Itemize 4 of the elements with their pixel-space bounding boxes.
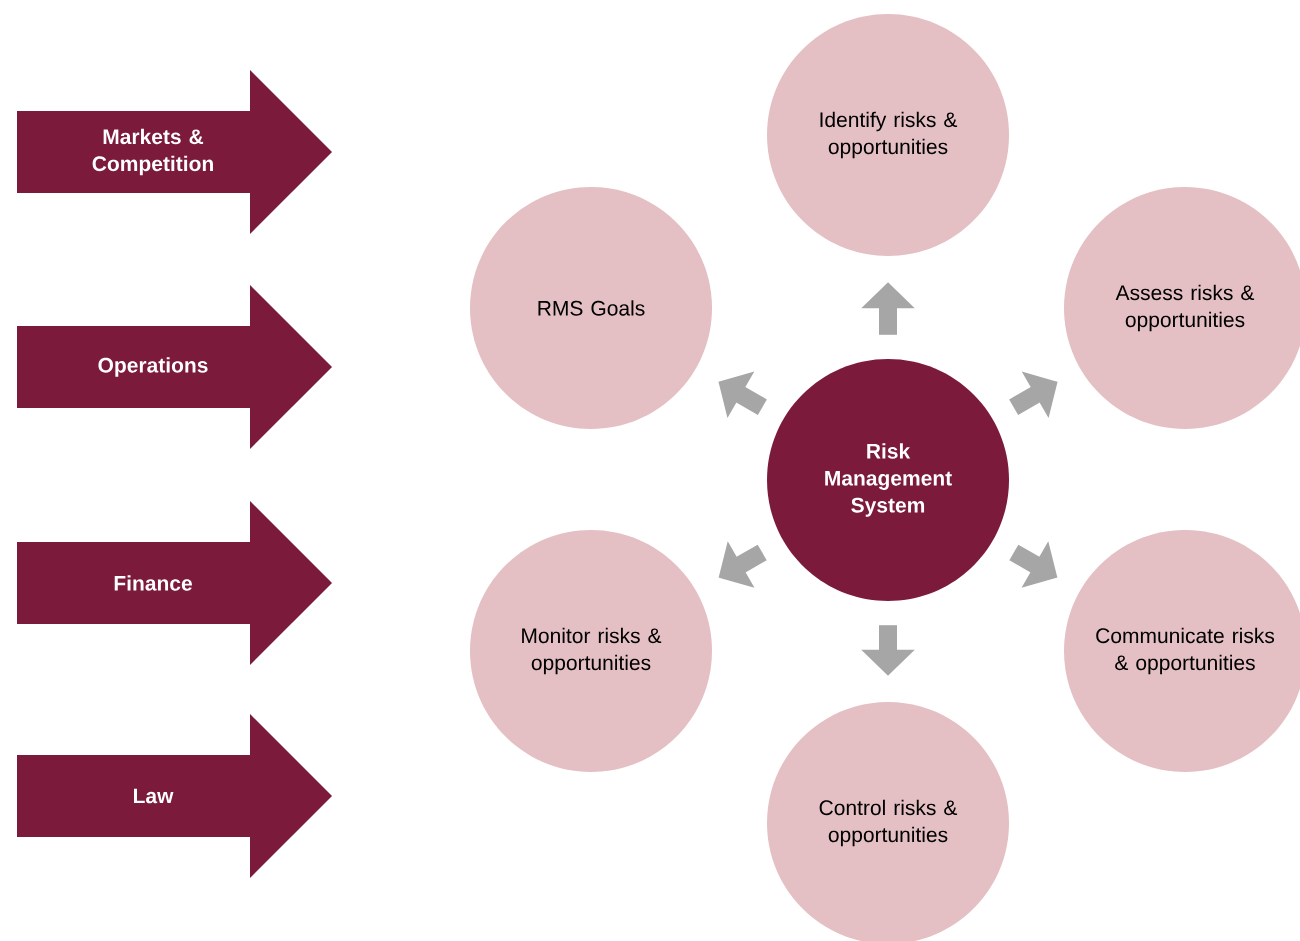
arrow-banner: Finance — [17, 501, 332, 665]
arrow-banner: Law — [17, 714, 332, 878]
arrow-banner: Markets & Competition — [17, 70, 332, 234]
arrow-banner: Operations — [17, 285, 332, 449]
